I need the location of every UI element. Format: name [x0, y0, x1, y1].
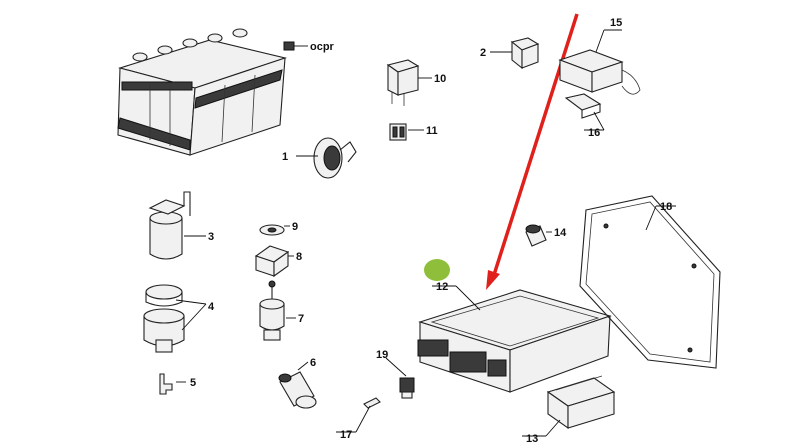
callout-19: 19	[376, 349, 388, 361]
part-18-plate	[579, 195, 721, 369]
part-19-grommet	[399, 377, 415, 399]
part-5-terminal	[159, 373, 173, 395]
callout-17: 17	[340, 429, 352, 441]
part-13-connector	[546, 375, 616, 430]
part-3-relay	[148, 191, 191, 260]
callout-5: 5	[190, 377, 196, 389]
callout-7: 7	[298, 313, 304, 325]
callout-1: 1	[282, 151, 288, 163]
callout-6: 6	[310, 357, 316, 369]
callout-11: 11	[426, 125, 438, 137]
part-15-bracket	[558, 49, 641, 95]
part-1-horn	[313, 137, 357, 179]
callout-2: 2	[480, 47, 486, 59]
callout-14: 14	[554, 227, 567, 239]
callout-13: 13	[526, 433, 538, 445]
callout-10: 10	[434, 73, 446, 85]
part-8-switch	[254, 245, 290, 278]
callout-8: 8	[296, 251, 302, 263]
part-14-spacer	[525, 224, 547, 247]
part-4-socket	[143, 284, 185, 353]
part-6-bulb-socket	[278, 371, 317, 409]
callout-18: 18	[660, 201, 672, 213]
battery-label: ocpr	[310, 41, 335, 53]
part-7-switch	[259, 280, 285, 341]
part-9-washer	[259, 224, 285, 236]
callout-4: 4	[208, 301, 215, 313]
callout-9: 9	[292, 221, 298, 233]
red-arrow	[486, 13, 579, 290]
callout-12: 12	[436, 281, 448, 293]
part-2-relay	[510, 37, 540, 70]
callout-16: 16	[588, 127, 600, 139]
battery-drawing	[117, 28, 295, 156]
callout-3: 3	[208, 231, 214, 243]
part-12-ecu	[417, 289, 612, 393]
callout-15: 15	[610, 17, 622, 29]
part-10-relay	[386, 59, 420, 106]
callout-battery: ocpr	[294, 41, 335, 53]
part-11-connector	[389, 123, 407, 141]
part-16-clip	[564, 93, 602, 119]
highlight-marker	[424, 259, 450, 281]
part-17-pin	[363, 397, 381, 409]
